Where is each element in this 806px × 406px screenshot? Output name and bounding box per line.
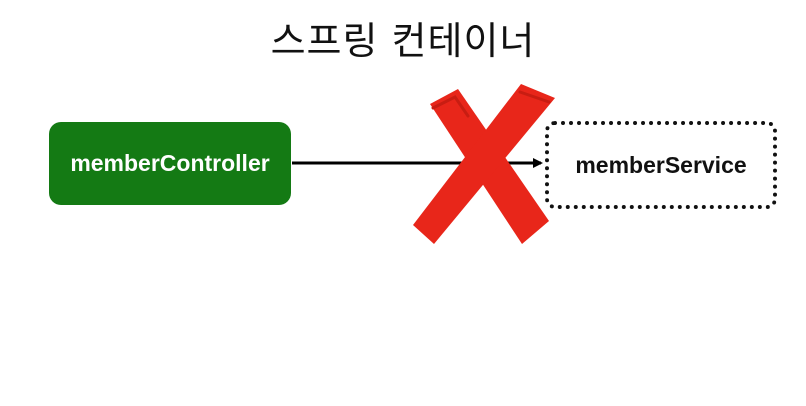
red-x-icon — [413, 84, 555, 244]
member-controller-node: memberController — [49, 122, 291, 205]
member-service-label: memberService — [575, 151, 747, 178]
member-controller-label: memberController — [70, 150, 270, 176]
member-service-node: memberService — [545, 121, 777, 209]
page-title: 스프링 컨테이너 — [270, 19, 536, 63]
